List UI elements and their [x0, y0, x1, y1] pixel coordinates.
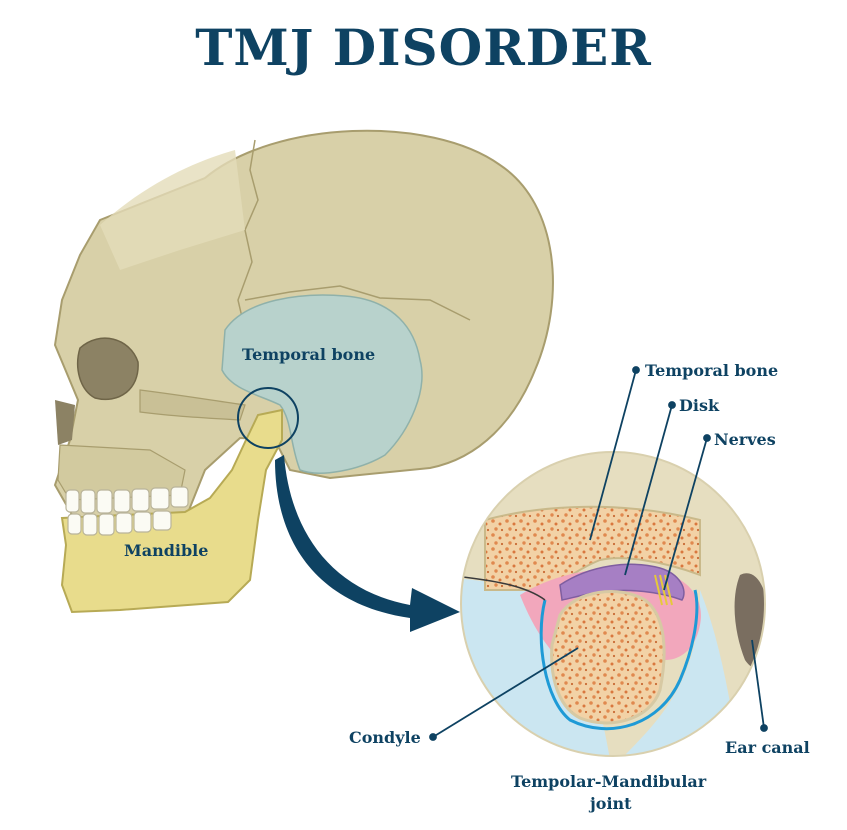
skull: [53, 129, 554, 614]
forehead-shade: [100, 150, 245, 270]
magnifier-ring-icon: [237, 387, 299, 449]
label-joint-line2: joint: [590, 794, 632, 813]
nasal-cavity: [55, 400, 75, 445]
label-disk: Disk: [679, 396, 720, 415]
leader-lines: [429, 366, 768, 741]
zoom-arrow-icon: [275, 455, 460, 632]
label-ear-canal: Ear canal: [725, 738, 810, 757]
tissue-outline: [461, 575, 546, 601]
label-temporal-bone-skull: Temporal bone: [242, 345, 376, 364]
temporal-region: [221, 294, 423, 474]
label-condyle: Condyle: [349, 728, 421, 747]
condyle-bone: [550, 590, 666, 725]
label-nerves: Nerves: [714, 430, 776, 449]
joint-capsule: [539, 589, 699, 731]
soft-tissue-rear: [620, 590, 740, 756]
mandible-bone: [60, 408, 283, 614]
cranial-suture: [244, 285, 471, 321]
page-title: TMJ DISORDER: [195, 18, 652, 77]
upper-teeth: [65, 486, 189, 514]
zygomatic-arch: [139, 389, 246, 421]
label-mandible: Mandible: [124, 541, 209, 560]
eye-socket: [76, 337, 139, 401]
lower-teeth: [67, 510, 172, 536]
label-temporal-bone-detail: Temporal bone: [645, 361, 779, 380]
joint-detail: [460, 451, 766, 757]
label-joint-line1: Tempolar-Mandibular: [511, 772, 707, 791]
